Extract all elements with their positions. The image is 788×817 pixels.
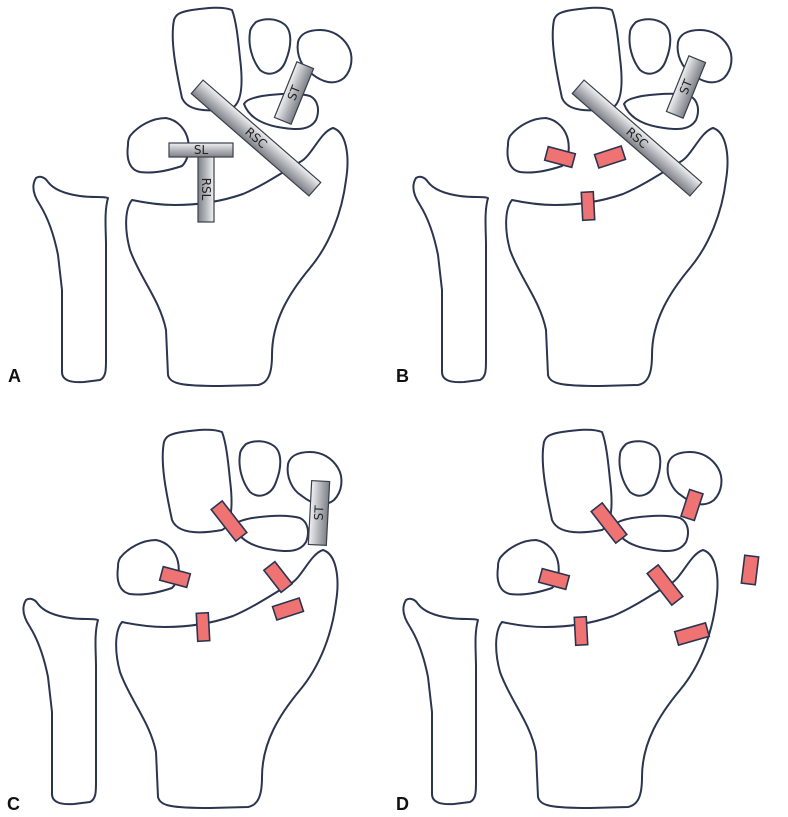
- panel-b: ST RSC B: [396, 6, 733, 387]
- svg-text:SL: SL: [194, 143, 209, 157]
- svg-text:ST: ST: [285, 83, 304, 103]
- panel-d: D: [396, 428, 760, 814]
- cut-mark: [262, 560, 294, 594]
- cut-mark: [573, 615, 589, 647]
- svg-text:ST: ST: [677, 77, 696, 97]
- cut-mark: [195, 611, 211, 643]
- svg-text:RSL: RSL: [199, 178, 213, 201]
- panel-label-a: A: [8, 366, 21, 386]
- cut-mark: [580, 190, 596, 222]
- cut-mark: [271, 597, 305, 621]
- cut-mark: [590, 501, 628, 545]
- ligament-st: ST: [307, 479, 331, 547]
- svg-text:ST: ST: [312, 505, 327, 521]
- ligament-st: ST: [665, 55, 707, 119]
- ligament-rsl: RSL: [197, 155, 215, 223]
- cut-mark: [543, 145, 577, 169]
- cut-mark: [158, 565, 192, 589]
- panel-label-b: B: [396, 366, 409, 386]
- cut-mark: [673, 621, 711, 647]
- panel-a: ST RSC RSL SL A: [8, 6, 353, 387]
- cut-mark: [593, 145, 627, 169]
- panel-label-c: C: [7, 794, 20, 814]
- cut-mark: [210, 499, 248, 543]
- cut-mark: [646, 563, 684, 607]
- ligament-sl: SL: [168, 142, 234, 158]
- cut-mark: [680, 488, 704, 522]
- ligament-st: ST: [273, 61, 315, 125]
- cut-mark: [537, 567, 571, 591]
- panel-c: ST C: [7, 428, 343, 814]
- panel-label-d: D: [396, 794, 409, 814]
- cut-mark: [740, 554, 760, 586]
